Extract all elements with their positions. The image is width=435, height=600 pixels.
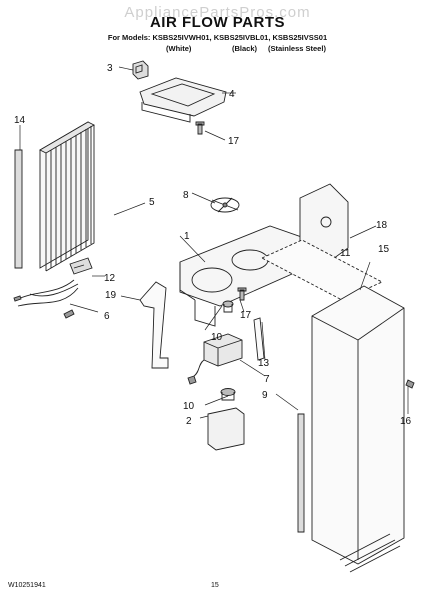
part-17-screw-top [195, 121, 205, 135]
part-10-grommet-upper [222, 300, 234, 313]
page-title: AIR FLOW PARTS [149, 14, 286, 31]
callout-4: 4 [229, 89, 235, 100]
part-6-harness [13, 279, 79, 319]
color-white: (White) [166, 44, 192, 53]
part-2-bracket [207, 407, 245, 451]
part-4-tray [139, 77, 227, 123]
part-15-cover [311, 285, 405, 573]
leader-lines [19, 66, 409, 419]
callout-6: 6 [104, 311, 110, 322]
callout-17b: 17 [240, 310, 252, 321]
part-5-evaporator [39, 121, 95, 272]
part-7-fan-motor [187, 333, 243, 385]
callout-10a: 10 [211, 332, 223, 343]
part-3-bracket [132, 60, 149, 80]
color-stainless: (Stainless Steel) [268, 44, 326, 53]
part-19-duct [139, 281, 169, 369]
part-11-panel [260, 239, 384, 301]
callout-3: 3 [107, 63, 113, 74]
page-number: 15 [211, 582, 219, 589]
part-8-fan-blade [210, 197, 240, 213]
callout-19: 19 [105, 290, 117, 301]
part-14-seal [14, 149, 23, 269]
watermark: AppliancePartsPros.com [124, 4, 311, 21]
part-9-gasket [297, 413, 305, 533]
callout-5: 5 [149, 197, 155, 208]
callout-15: 15 [378, 244, 390, 255]
callout-10b: 10 [183, 401, 195, 412]
callout-1: 1 [184, 231, 190, 242]
callout-7: 7 [264, 374, 270, 385]
callout-11: 11 [340, 248, 351, 259]
part-12-bracket [69, 257, 93, 275]
callout-17a: 17 [228, 136, 240, 147]
color-black: (Black) [232, 44, 258, 53]
doc-number: W10251941 [8, 582, 46, 589]
callout-14: 14 [14, 115, 26, 126]
callout-13: 13 [258, 358, 270, 369]
callout-2: 2 [186, 416, 192, 427]
callout-12: 12 [104, 273, 116, 284]
models-line: For Models: KSBS25IVWH01, KSBS25IVBL01, … [107, 33, 328, 42]
callout-16: 16 [400, 416, 412, 427]
part-13-link [253, 317, 265, 361]
part-16-screw [405, 379, 415, 389]
part-17-screw-mid [237, 287, 247, 301]
callout-9: 9 [262, 390, 268, 401]
callout-numbers: 1 2 3 4 5 6 7 8 9 10 10 11 12 13 14 15 1… [14, 63, 412, 427]
callout-8: 8 [183, 190, 189, 201]
callout-18: 18 [376, 220, 388, 231]
part-10-grommet-lower [220, 388, 236, 401]
